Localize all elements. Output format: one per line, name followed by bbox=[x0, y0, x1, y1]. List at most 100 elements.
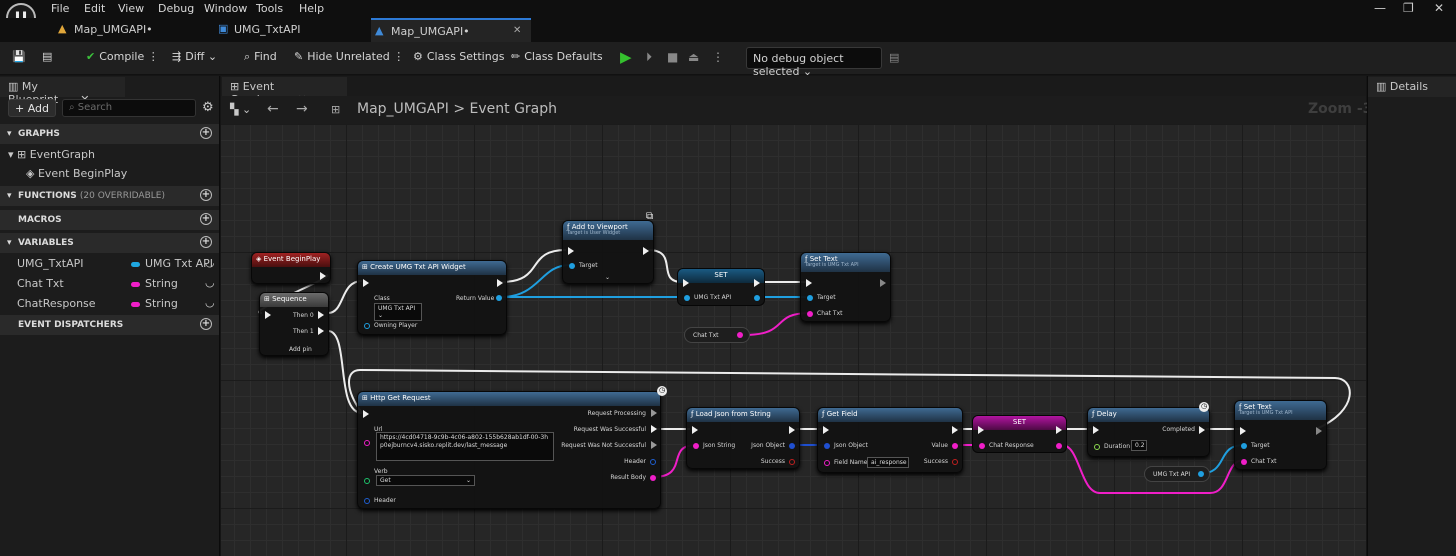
play-options-icon[interactable]: ⋮ bbox=[712, 50, 724, 64]
close-tab-icon[interactable]: ✕ bbox=[513, 25, 522, 36]
debug-object-dropdown[interactable]: No debug object selected ⌄ bbox=[746, 47, 882, 78]
section-macros[interactable]: MACROS+ bbox=[0, 210, 219, 230]
node-load-json[interactable]: ƒ Load Json from String Json String Json… bbox=[686, 407, 800, 469]
url-pin[interactable] bbox=[364, 440, 370, 446]
exec-in-pin[interactable] bbox=[683, 279, 689, 287]
return-value-pin[interactable] bbox=[496, 295, 502, 301]
duration-input[interactable]: 0.2 bbox=[1131, 440, 1147, 451]
url-input[interactable]: https://4cd04718-9c9b-4c06-a802-155b628a… bbox=[376, 432, 554, 461]
exec-in-pin[interactable] bbox=[806, 279, 812, 287]
exec-out-pin[interactable] bbox=[643, 247, 649, 255]
class-settings-button[interactable]: ⚙Class Settings bbox=[413, 50, 504, 66]
add-function-icon[interactable]: + bbox=[200, 189, 212, 201]
menu-tools[interactable]: Tools bbox=[256, 2, 284, 15]
tab-map-umgapi[interactable]: ▲ Map_UMGAPI• bbox=[54, 18, 214, 42]
node-get-chat-txt[interactable]: Chat Txt bbox=[684, 327, 750, 343]
tab-map-umgapi-active[interactable]: ▲ Map_UMGAPI• ✕ bbox=[371, 18, 531, 42]
menu-view[interactable]: View bbox=[118, 2, 145, 15]
node-set-chat-response[interactable]: SET Chat Response bbox=[972, 415, 1067, 453]
back-arrow-icon[interactable]: ← bbox=[267, 101, 279, 117]
exec-out-pin[interactable] bbox=[1316, 427, 1322, 435]
exec-in-pin[interactable] bbox=[363, 279, 369, 287]
target-pin[interactable] bbox=[569, 263, 575, 269]
menu-file[interactable]: File bbox=[51, 2, 70, 15]
menu-edit[interactable]: Edit bbox=[84, 2, 106, 15]
step-icon[interactable]: ⏵ bbox=[646, 50, 653, 64]
diff-button[interactable]: ⇶Diff ⌄ bbox=[172, 50, 218, 63]
visibility-eye-icon[interactable]: ◡ bbox=[205, 256, 215, 269]
menu-debug[interactable]: Debug bbox=[158, 2, 195, 15]
node-get-umg-txt-api[interactable]: UMG Txt API bbox=[1144, 466, 1210, 482]
success-pin[interactable] bbox=[952, 459, 958, 465]
exec-out-pin[interactable] bbox=[1056, 426, 1062, 434]
graph-item-eventgraph[interactable]: ▾ ⊞ EventGraph bbox=[0, 145, 219, 165]
result-body-pin[interactable] bbox=[650, 475, 656, 481]
duration-pin[interactable] bbox=[1094, 444, 1100, 450]
exec-out-pin[interactable] bbox=[497, 279, 503, 287]
find-button[interactable]: ⌕Find bbox=[244, 50, 277, 66]
exec-in-pin[interactable] bbox=[363, 410, 369, 418]
node-get-field[interactable]: ƒ Get Field Json Object Value Field Name… bbox=[817, 407, 963, 473]
chat-txt-pin[interactable] bbox=[1241, 459, 1247, 465]
value-out-pin[interactable] bbox=[1056, 443, 1062, 449]
exec-out-pin[interactable] bbox=[318, 327, 324, 335]
verb-pin[interactable] bbox=[364, 478, 370, 484]
exec-in-pin[interactable] bbox=[1093, 426, 1099, 434]
owning-player-pin[interactable] bbox=[364, 323, 370, 329]
chat-txt-out-pin[interactable] bbox=[737, 332, 743, 338]
exec-in-pin[interactable] bbox=[265, 311, 271, 319]
exec-out-pin[interactable] bbox=[320, 272, 326, 280]
verb-dropdown[interactable]: Get⌄ bbox=[376, 475, 475, 486]
restore-icon[interactable]: ❐ bbox=[1403, 1, 1414, 15]
exec-out-pin[interactable] bbox=[1199, 426, 1205, 434]
value-out-pin[interactable] bbox=[754, 295, 760, 301]
menu-help[interactable]: Help bbox=[299, 2, 325, 15]
json-string-pin[interactable] bbox=[693, 443, 699, 449]
close-window-icon[interactable]: ✕ bbox=[1434, 1, 1445, 15]
exec-out-pin[interactable] bbox=[318, 311, 324, 319]
umg-txt-api-out-pin[interactable] bbox=[1198, 471, 1204, 477]
class-defaults-button[interactable]: ✏Class Defaults bbox=[511, 50, 603, 66]
add-pin-button[interactable]: Add pin bbox=[289, 346, 312, 353]
header-in-pin[interactable] bbox=[364, 498, 370, 504]
class-dropdown[interactable]: UMG Txt API ⌄ bbox=[374, 303, 422, 321]
stop-icon[interactable]: ■ bbox=[667, 50, 679, 64]
field-name-input[interactable]: ai_response bbox=[867, 457, 909, 468]
expand-chevron-icon[interactable]: ⌄ bbox=[605, 274, 611, 281]
eject-icon[interactable]: ⏏ bbox=[688, 50, 700, 64]
exec-out-pin[interactable] bbox=[754, 279, 760, 287]
add-macro-icon[interactable]: + bbox=[200, 213, 212, 225]
exec-out-pin[interactable] bbox=[651, 425, 657, 433]
details-tab[interactable]: ▥ Details bbox=[1368, 77, 1456, 97]
node-sequence[interactable]: ⊞ Sequence Then 0 Then 1 Add pin bbox=[259, 292, 329, 356]
forward-arrow-icon[interactable]: → bbox=[296, 101, 308, 117]
target-pin[interactable] bbox=[1241, 443, 1247, 449]
header-out-pin[interactable] bbox=[650, 459, 656, 465]
graph-bookmark-icon[interactable]: ▚ ⌄ bbox=[230, 103, 252, 116]
save-icon[interactable]: 💾 bbox=[12, 50, 26, 63]
node-create-widget[interactable]: ⊞ Create UMG Txt API Widget Class UMG Tx… bbox=[357, 260, 507, 335]
add-button[interactable]: + Add bbox=[8, 99, 56, 117]
exec-in-pin[interactable] bbox=[692, 426, 698, 434]
node-set-widget[interactable]: SET UMG Txt API bbox=[677, 268, 765, 306]
tab-umg-txtapi[interactable]: ▣ UMG_TxtAPI bbox=[214, 18, 369, 42]
add-graph-icon[interactable]: + bbox=[200, 127, 212, 139]
debug-browse-icon[interactable]: ▤ bbox=[889, 51, 900, 64]
node-http-get-request[interactable]: ⊞ Http Get Request Url https://4cd04718-… bbox=[357, 391, 661, 509]
exec-out-pin[interactable] bbox=[651, 441, 657, 449]
json-object-in-pin[interactable] bbox=[824, 443, 830, 449]
exec-in-pin[interactable] bbox=[1240, 427, 1246, 435]
exec-out-pin[interactable] bbox=[880, 279, 886, 287]
add-dispatcher-icon[interactable]: + bbox=[200, 318, 212, 330]
target-pin[interactable] bbox=[807, 295, 813, 301]
exec-out-pin[interactable] bbox=[952, 426, 958, 434]
search-input[interactable]: ⌕ Search bbox=[62, 99, 196, 117]
compile-button[interactable]: ✔Compile ⋮ bbox=[86, 50, 159, 63]
graph-item-begin-play[interactable]: ◈ Event BeginPlay bbox=[0, 164, 219, 184]
add-variable-icon[interactable]: + bbox=[200, 236, 212, 248]
browse-icon[interactable]: ▤ bbox=[42, 50, 53, 63]
section-functions[interactable]: ▾FUNCTIONS (20 OVERRIDABLE)+ bbox=[0, 186, 219, 206]
